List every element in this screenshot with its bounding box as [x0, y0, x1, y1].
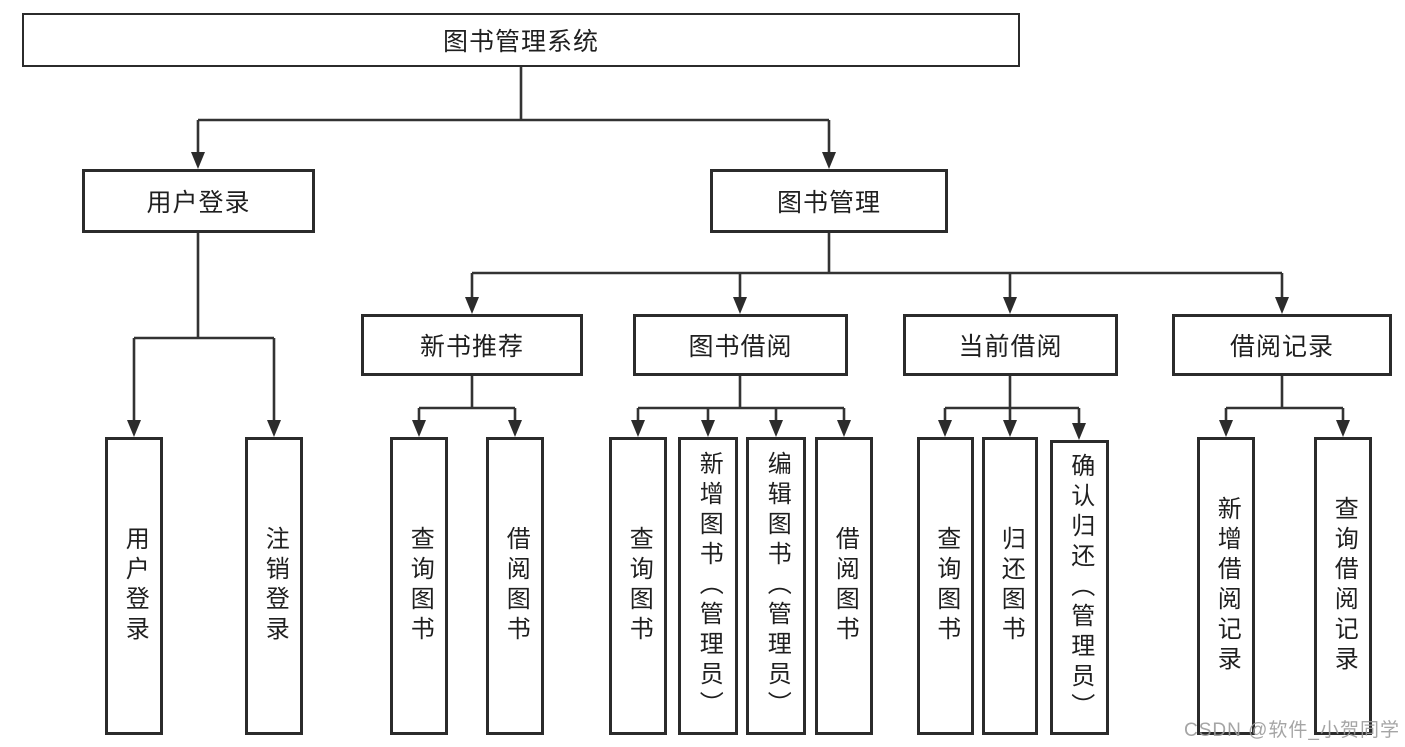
arrowheads	[127, 152, 1350, 440]
arrow-icon	[1003, 297, 1017, 314]
arrow-icon	[733, 297, 747, 314]
leaf-query-books-recommend: 查询图书	[390, 437, 448, 735]
arrow-icon	[191, 152, 205, 169]
node-label: 图书管理	[776, 189, 881, 217]
node-book-borrowing: 图书借阅	[633, 314, 848, 376]
leaf-query-books-current: 查询图书	[917, 437, 974, 735]
node-label: 借阅记录	[1229, 333, 1334, 361]
node-label: 查询图书	[932, 526, 960, 646]
tree-edges	[132, 67, 1345, 424]
arrow-icon	[938, 420, 952, 437]
arrow-icon	[1219, 420, 1233, 437]
leaf-add-borrow-record: 新增借阅记录	[1197, 437, 1255, 735]
leaf-query-borrow-record: 查询借阅记录	[1314, 437, 1372, 735]
node-label: 查询图书	[625, 526, 653, 646]
leaf-logout: 注销登录	[245, 437, 303, 735]
leaf-borrow-books: 借阅图书	[815, 437, 873, 735]
leaf-return-books: 归还图书	[982, 437, 1038, 735]
node-label: 新增借阅记录	[1213, 496, 1241, 676]
node-label: 新增图书（管理员）	[695, 451, 723, 721]
leaf-borrow-books-recommend: 借阅图书	[486, 437, 544, 735]
arrow-icon	[1336, 420, 1350, 437]
node-label: 用户登录	[121, 526, 149, 646]
arrow-icon	[412, 420, 426, 437]
leaf-user-login: 用户登录	[105, 437, 163, 735]
arrow-icon	[1072, 423, 1086, 440]
node-book-management: 图书管理	[710, 169, 948, 233]
arrow-icon	[1003, 420, 1017, 437]
node-label: 注销登录	[261, 526, 289, 646]
node-label: 查询借阅记录	[1330, 496, 1358, 676]
arrow-icon	[837, 420, 851, 437]
node-label: 编辑图书（管理员）	[763, 451, 791, 721]
node-user-login: 用户登录	[82, 169, 315, 233]
node-library-management-system: 图书管理系统	[22, 13, 1020, 67]
arrow-icon	[769, 420, 783, 437]
arrow-icon	[822, 152, 836, 169]
node-borrowing-records: 借阅记录	[1172, 314, 1392, 376]
node-label: 查询图书	[406, 526, 434, 646]
arrow-icon	[701, 420, 715, 437]
arrow-icon	[465, 297, 479, 314]
node-label: 新书推荐	[419, 333, 524, 361]
node-label: 图书借阅	[688, 333, 793, 361]
arrow-icon	[127, 420, 141, 437]
node-label: 用户登录	[146, 189, 251, 217]
node-label: 归还图书	[997, 526, 1025, 646]
node-label: 图书管理系统	[442, 28, 599, 56]
arrow-icon	[1275, 297, 1289, 314]
leaf-add-books-admin: 新增图书（管理员）	[678, 437, 738, 735]
arrow-icon	[508, 420, 522, 437]
csdn-watermark: CSDN @软件_小贺同学	[1184, 720, 1400, 741]
leaf-query-books-borrow: 查询图书	[609, 437, 667, 735]
arrow-icon	[631, 420, 645, 437]
leaf-confirm-return-admin: 确认归还（管理员）	[1050, 440, 1109, 735]
leaf-edit-books-admin: 编辑图书（管理员）	[746, 437, 806, 735]
node-label: 借阅图书	[502, 526, 530, 646]
node-new-book-recommendation: 新书推荐	[361, 314, 583, 376]
node-current-borrowing: 当前借阅	[903, 314, 1118, 376]
node-label: 确认归还（管理员）	[1066, 452, 1094, 723]
arrow-icon	[267, 420, 281, 437]
node-label: 借阅图书	[831, 526, 859, 646]
node-label: 当前借阅	[958, 333, 1063, 361]
